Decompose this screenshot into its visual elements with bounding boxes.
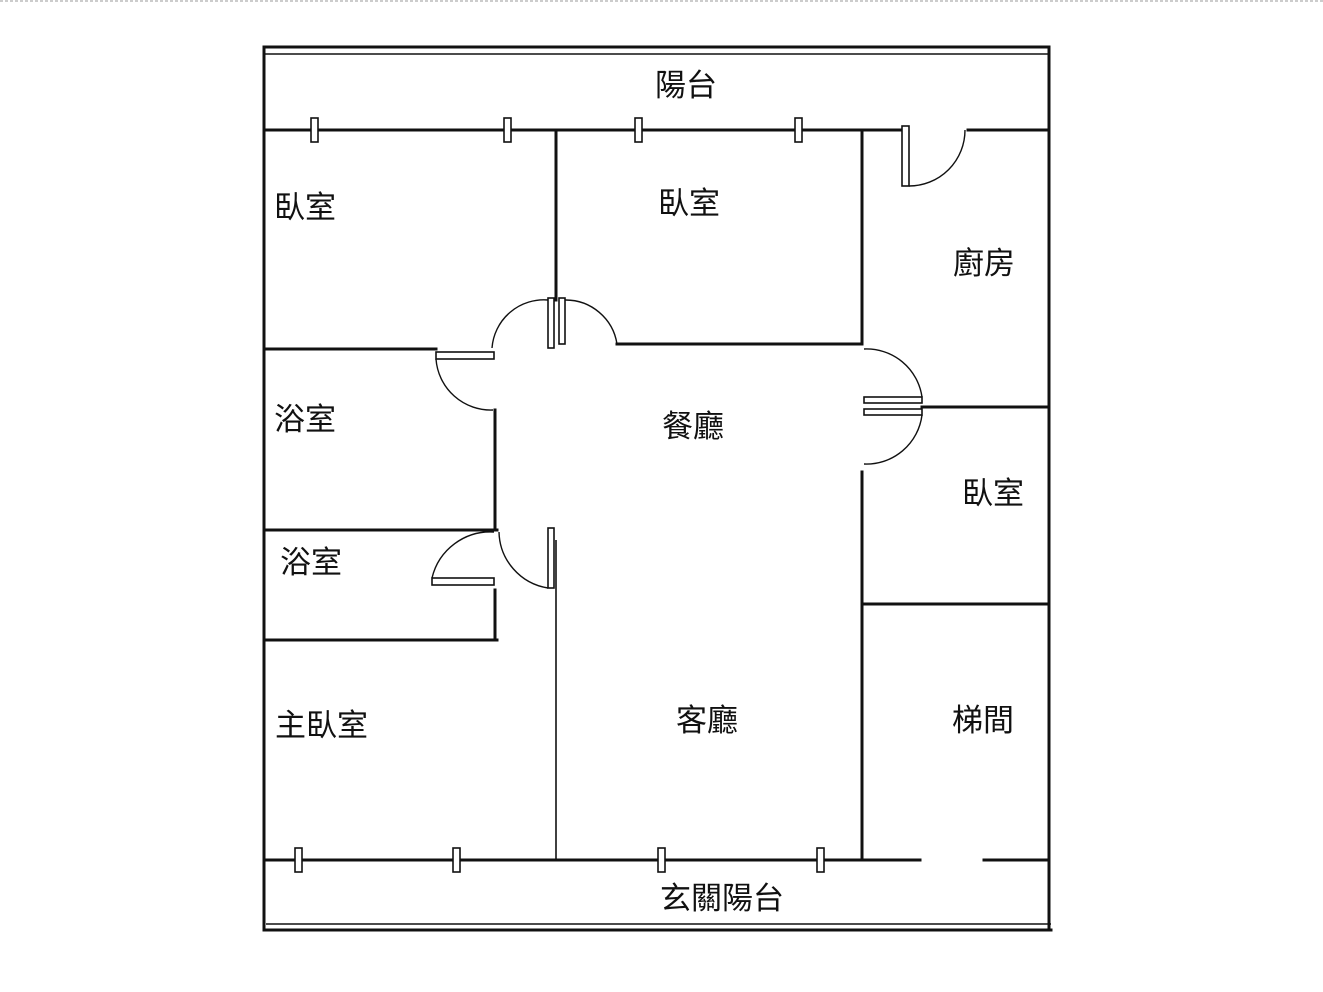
label-bathroom-lower: 浴室 — [280, 545, 342, 581]
mullion — [503, 117, 512, 143]
label-bathroom-upper: 浴室 — [274, 402, 336, 438]
bedroom-top-middle-door — [558, 297, 618, 345]
room-labels: 陽台 臥室 臥室 廚房 浴室 餐廳 臥室 浴室 主臥室 客廳 梯間 玄關陽台 — [274, 68, 1024, 917]
bathroom-upper-door — [435, 351, 495, 411]
master-bedroom-door — [498, 527, 555, 589]
label-master-bedroom: 主臥室 — [275, 708, 368, 744]
window-mullions — [294, 117, 825, 873]
label-bedroom-top-middle: 臥室 — [658, 186, 720, 222]
bathroom-lower-door — [431, 531, 495, 586]
label-balcony: 陽台 — [655, 68, 717, 104]
interior-walls — [262, 128, 1051, 862]
mullion — [794, 117, 803, 143]
label-dining-room: 餐廳 — [662, 409, 724, 445]
mullion — [294, 847, 303, 873]
label-entrance-balcony: 玄關陽台 — [660, 881, 784, 917]
mullion — [634, 117, 643, 143]
mullion — [452, 847, 461, 873]
label-living-room: 客廳 — [676, 703, 738, 739]
label-bedroom-right: 臥室 — [962, 476, 1024, 512]
mullion — [816, 847, 825, 873]
label-stairwell: 梯間 — [952, 703, 1014, 739]
kitchen-door — [863, 348, 923, 404]
mullion — [657, 847, 666, 873]
kitchen-balcony-door — [901, 125, 966, 187]
outer-walls — [262, 45, 1053, 932]
label-bedroom-top-left: 臥室 — [274, 190, 336, 226]
bedroom-right-door — [863, 408, 923, 465]
label-kitchen: 廚房 — [953, 246, 1015, 282]
mullion — [310, 117, 319, 143]
doors — [431, 125, 966, 589]
bedroom-top-left-door — [491, 297, 555, 349]
